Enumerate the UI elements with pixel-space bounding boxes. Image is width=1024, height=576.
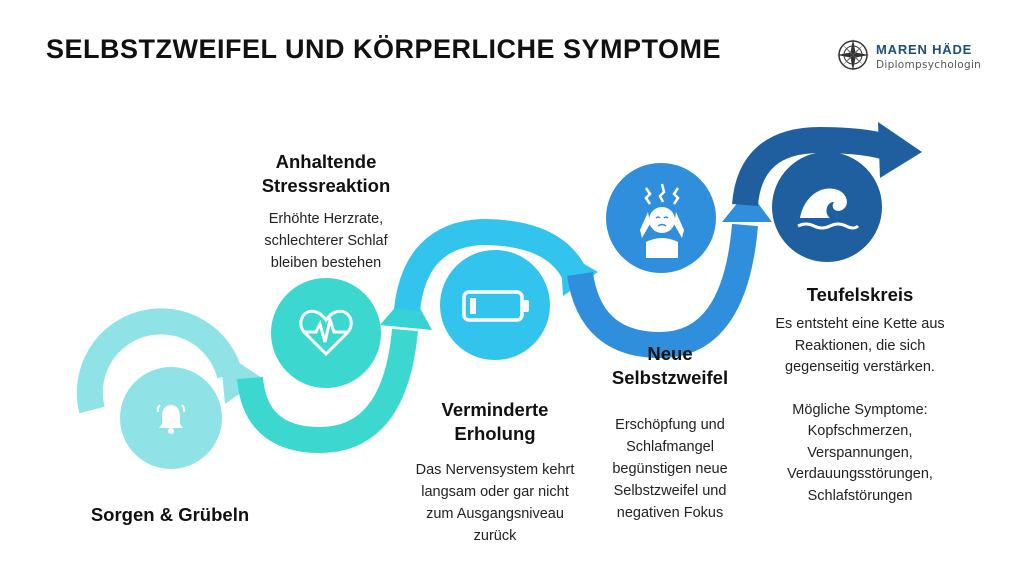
wave-icon [797, 188, 860, 230]
bell-icon [156, 404, 186, 434]
step-3-heading: Verminderte Erholung [400, 398, 590, 446]
step-3-heading-line-1: Verminderte [441, 399, 549, 420]
step-3-desc-line: Das Nervensystem kehrt [415, 462, 575, 478]
flow-segment-4 [567, 223, 758, 359]
step-2-desc-line: Erhöhte Herzrate, [268, 211, 384, 227]
step-5-desc-line: Schlafstörungen [807, 487, 913, 504]
step-5-desc-line: Reaktionen, die sich [794, 337, 926, 354]
compass-icon [837, 39, 869, 71]
step-4-heading: Neue Selbstzweifel [580, 342, 760, 390]
step-4-desc-line: begünstigen neue [612, 461, 728, 477]
logo-name: MAREN HÄDE [876, 42, 973, 57]
step-5-desc-line: Es entsteht eine Kette aus [775, 316, 945, 332]
step-4-desc-line: Schlafmangel [626, 439, 714, 455]
step-5-description: Es entsteht eine Kette aus Reaktionen, d… [745, 314, 975, 507]
flow-arrowhead-1 [220, 350, 262, 404]
step-5-desc-line: Kopfschmerzen, [807, 423, 913, 439]
step-5-desc-line: Verspannungen, [807, 444, 913, 461]
flow-arrowhead-4 [722, 190, 772, 222]
flow-segment-3 [394, 218, 587, 312]
step-5-desc-line: Mögliche Symptome: [792, 401, 928, 418]
flow-arrowhead-2 [380, 290, 432, 330]
step-2-desc-line: bleiben bestehen [270, 255, 382, 271]
step-1-heading: Sorgen & Grübeln [90, 504, 250, 525]
step-2-heading-line-1: Anhaltende [275, 151, 377, 172]
step-4-heading-line-1: Neue [647, 343, 693, 364]
step-3-desc-line: zurück [473, 528, 517, 544]
flow-segment-1 [76, 308, 243, 414]
step-3-desc-line: zum Ausgangsniveau [426, 506, 564, 522]
step-4-description: Erschöpfung und Schlafmangel begünstigen… [580, 414, 760, 524]
step-5-desc-line: gegenseitig verstärken. [785, 359, 935, 375]
step-2-heading: Anhaltende Stressreaktion [236, 150, 416, 198]
step-5-desc-line: Verdauungsstörungen, [787, 466, 933, 482]
logo-subtitle: Diplompsychologin [876, 59, 982, 71]
step-4-heading-line-2: Selbstzweifel [611, 367, 729, 388]
brand-logo: MAREN HÄDE Diplompsychologin [836, 38, 1006, 78]
flow-segment-5 [732, 126, 900, 207]
step-4-desc-line: Erschöpfung und [615, 417, 725, 433]
step-4-desc-line: Selbstzweifel und [613, 483, 727, 499]
step-3-desc-line: langsam oder gar nicht [421, 484, 569, 500]
flow-segment-2 [237, 328, 418, 454]
step-2-description: Erhöhte Herzrate, schlechterer Schlaf bl… [236, 208, 416, 274]
step-4-desc-line: negativen Fokus [616, 505, 724, 521]
flow-arrowhead-5 [878, 122, 922, 178]
step-3-description: Das Nervensystem kehrt langsam oder gar … [390, 459, 600, 547]
step-3-heading-line-2: Erholung [454, 423, 536, 444]
stressed-person-icon [640, 183, 684, 258]
step-2-desc-line: schlechterer Schlaf [264, 233, 388, 249]
page-title: SELBSTZWEIFEL UND KÖRPERLICHE SYMPTOME [46, 34, 722, 64]
step-5-heading: Teufelskreis [806, 284, 914, 305]
step-2-heading-line-2: Stressreaktion [261, 175, 391, 196]
low-battery-icon [462, 290, 529, 322]
step-5-desc-spacer [745, 379, 975, 400]
heartbeat-icon [299, 309, 353, 357]
step-circle-3 [440, 250, 550, 360]
